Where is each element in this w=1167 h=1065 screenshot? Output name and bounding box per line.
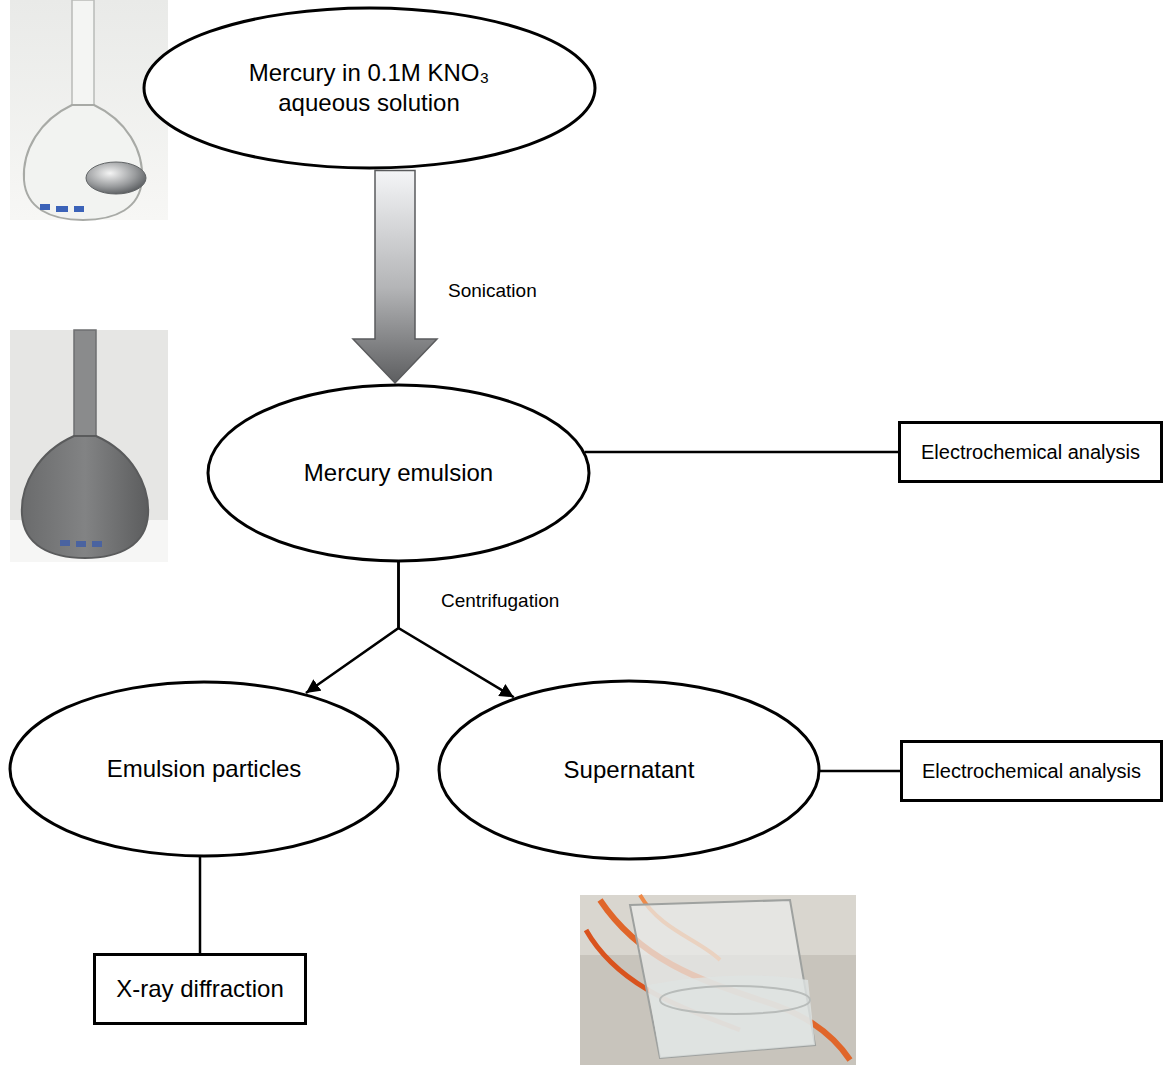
connector-line [199, 857, 202, 953]
node-label: Mercury in 0.1M KNO₃ aqueous solution [219, 58, 519, 118]
text-group: X-ray diffraction [116, 974, 284, 1004]
text-group: Supernatant [564, 755, 695, 785]
node-label: Mercury emulsion [304, 458, 493, 488]
ellipse-outline [142, 6, 597, 170]
text-group: Electrochemical analysis [922, 759, 1141, 784]
analysis-box: X-ray diffraction [93, 953, 307, 1025]
node-label: Supernatant [564, 755, 695, 785]
node-label: Emulsion particles [107, 754, 302, 784]
analysis-box: Electrochemical analysis [900, 740, 1163, 802]
edge-label: Centrifugation [438, 590, 562, 612]
start-ellipse: Mercury in 0.1M KNO₃ aqueous solution [142, 6, 597, 170]
split-arrow [399, 562, 514, 697]
process-arrow [353, 170, 437, 383]
text-group: Emulsion particles [107, 754, 302, 784]
analysis-box: Electrochemical analysis [898, 421, 1163, 483]
connector-line [585, 451, 898, 454]
node-label: X-ray diffraction [116, 974, 284, 1004]
text-group: Mercury in 0.1M KNO₃ aqueous solution [219, 58, 519, 118]
node-label: Electrochemical analysis [922, 759, 1141, 784]
split-arrow [306, 562, 399, 693]
product-ellipse: Supernatant [437, 679, 821, 861]
edge-label: Sonication [445, 280, 540, 302]
product-ellipse: Emulsion particles [8, 680, 400, 858]
vial-photo-supernatant [580, 895, 856, 1065]
text-group: Mercury emulsion [304, 458, 493, 488]
node-label: Electrochemical analysis [921, 440, 1140, 465]
text-group: Electrochemical analysis [921, 440, 1140, 465]
flask-photo-clear [10, 0, 168, 220]
connector-line [820, 770, 900, 773]
process-ellipse: Mercury emulsion [206, 383, 591, 563]
flask-photo-emulsion [10, 330, 168, 562]
